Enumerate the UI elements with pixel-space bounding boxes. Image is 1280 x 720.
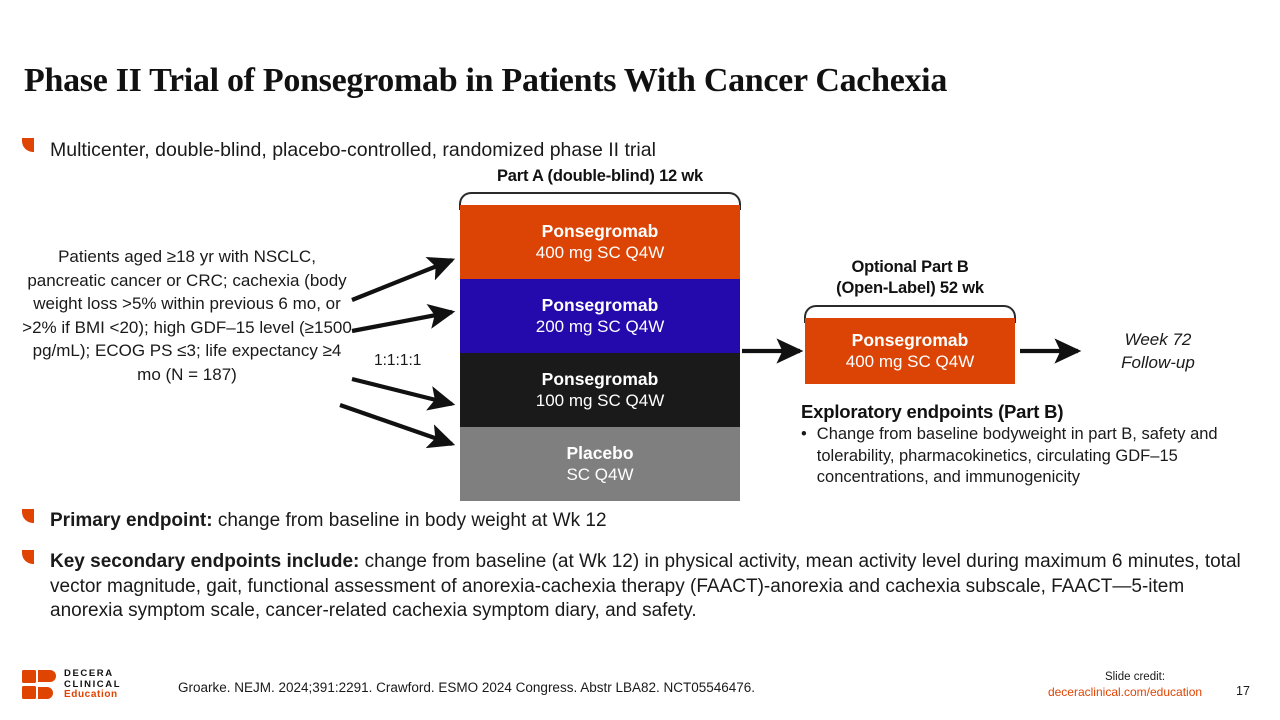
part-a-header: Part A (double-blind) 12 wk xyxy=(496,167,704,185)
part-a-arms-group: Ponsegromab 400 mg SC Q4W Ponsegromab 20… xyxy=(460,205,740,501)
part-b-header: Optional Part B (Open-Label) 52 wk xyxy=(800,257,1020,299)
followup-label: Week 72 Follow-up xyxy=(1083,328,1233,374)
part-b-arm-dose: 400 mg SC Q4W xyxy=(845,352,975,371)
arrow-to-arm-2 xyxy=(351,304,456,334)
slide-credit-url[interactable]: deceraclinical.com/education xyxy=(1047,685,1203,699)
followup-line2: Follow-up xyxy=(1121,353,1195,372)
arm-2-dose: 200 mg SC Q4W xyxy=(535,317,665,336)
primary-endpoint-row: Primary endpoint: change from baseline i… xyxy=(22,509,1262,534)
primary-endpoint-text: Primary endpoint: change from baseline i… xyxy=(50,509,607,534)
primary-endpoint-body: change from baseline in body weight at W… xyxy=(212,510,607,531)
arrow-to-arm-3 xyxy=(351,376,456,411)
secondary-endpoint-body: change from baseline (at Wk 12) in physi… xyxy=(50,551,1241,621)
slide-number: 17 xyxy=(1236,684,1250,698)
wedge-bullet-icon xyxy=(22,509,34,523)
intro-bullet-row: Multicenter, double-blind, placebo-contr… xyxy=(22,138,656,162)
decera-logo-icon xyxy=(22,670,56,699)
slide-credit-label: Slide credit: xyxy=(1104,671,1166,683)
part-b-treatment-arm[interactable]: Ponsegromab 400 mg SC Q4W xyxy=(805,318,1015,384)
logo-line-3: Education xyxy=(64,689,118,700)
randomization-ratio-label: 1:1:1:1 xyxy=(374,352,422,369)
patient-population-text: Patients aged ≥18 yr with NSCLC, pancrea… xyxy=(22,247,352,384)
arm-4-name: Placebo xyxy=(566,443,634,463)
exploratory-endpoints-item-text: Change from baseline bodyweight in part … xyxy=(816,425,1218,486)
intro-bullet-text: Multicenter, double-blind, placebo-contr… xyxy=(50,139,656,161)
citation-text: Groarke. NEJM. 2024;391:2291. Crawford. … xyxy=(178,680,756,695)
followup-line1: Week 72 xyxy=(1124,330,1192,349)
exploratory-endpoints-item: • Change from baseline bodyweight in par… xyxy=(801,424,1256,489)
arm-4-dose: SC Q4W xyxy=(566,465,634,484)
logo-line-2: CLINICAL xyxy=(64,678,122,690)
primary-endpoint-label: Primary endpoint: xyxy=(50,510,213,531)
arrow-to-arm-4 xyxy=(339,403,456,449)
part-b-arm-name: Ponsegromab xyxy=(851,330,969,350)
treatment-arm-2[interactable]: Ponsegromab 200 mg SC Q4W xyxy=(460,279,740,353)
treatment-arm-1[interactable]: Ponsegromab 400 mg SC Q4W xyxy=(460,205,740,279)
arrow-to-arm-1 xyxy=(351,257,456,302)
arm-1-name: Ponsegromab xyxy=(541,221,659,241)
exploratory-endpoints-title: Exploratory endpoints (Part B) xyxy=(801,401,1064,422)
logo-line-1: DECERA xyxy=(64,668,114,679)
part-b-bracket xyxy=(804,305,1016,323)
secondary-endpoint-row: Key secondary endpoints include: change … xyxy=(22,550,1262,624)
secondary-endpoint-text: Key secondary endpoints include: change … xyxy=(50,550,1262,624)
wedge-bullet-icon xyxy=(22,550,34,564)
treatment-arm-3[interactable]: Ponsegromab 100 mg SC Q4W xyxy=(460,353,740,427)
arm-3-dose: 100 mg SC Q4W xyxy=(535,391,665,410)
arm-2-name: Ponsegromab xyxy=(541,295,659,315)
decera-logo-wordmark: DECERA CLINICAL Education xyxy=(64,668,122,701)
part-b-header-line2: (Open-Label) 52 wk xyxy=(836,279,984,297)
arm-1-dose: 400 mg SC Q4W xyxy=(535,243,665,262)
part-a-bracket xyxy=(459,192,741,210)
page-title: Phase II Trial of Ponsegromab in Patient… xyxy=(24,62,948,99)
bullet-dot-icon: • xyxy=(801,425,807,443)
secondary-endpoint-label: Key secondary endpoints include: xyxy=(50,551,360,572)
treatment-arm-4[interactable]: Placebo SC Q4W xyxy=(460,427,740,501)
arm-3-name: Ponsegromab xyxy=(541,369,659,389)
exploratory-endpoints-section: Exploratory endpoints (Part B) • Change … xyxy=(801,400,1256,489)
part-b-header-line1: Optional Part B xyxy=(851,258,969,276)
wedge-bullet-icon xyxy=(22,138,34,152)
